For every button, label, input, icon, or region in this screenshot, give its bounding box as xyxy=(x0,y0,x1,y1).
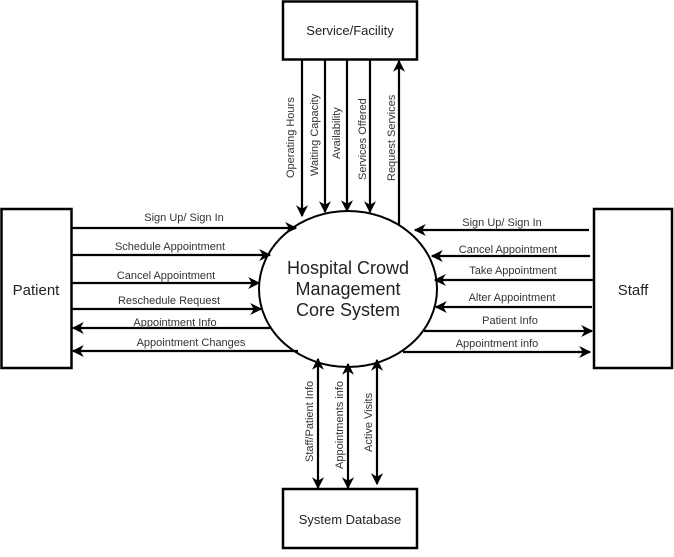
core-process-line-3: Core System xyxy=(296,300,400,320)
flow-label-request-services: Request Services xyxy=(386,94,398,181)
flow-label-patient-info: Patient Info xyxy=(482,315,538,327)
flow-label-active-visits: Active Visits xyxy=(363,392,375,452)
service-facility-label: Service/Facility xyxy=(306,23,394,38)
database-flows: Staff/Patient Info Appointments info Act… xyxy=(304,357,383,490)
service-facility-entity: Service/Facility xyxy=(281,0,419,61)
flow-label-staff-patient-info: Staff/Patient Info xyxy=(304,381,316,462)
core-process-line-1: Hospital Crowd xyxy=(287,258,409,278)
patient-flows: Sign Up/ Sign In Schedule Appointment Ca… xyxy=(71,212,298,357)
service-flows: Operating Hours Waiting Capacity Availab… xyxy=(285,59,405,225)
flow-label-appointment-changes: Appointment Changes xyxy=(137,337,246,349)
flow-label-services-offered: Services Offered xyxy=(357,98,369,180)
flow-label-alter-appointment: Alter Appointment xyxy=(469,292,556,304)
flow-label-staff-sign-up: Sign Up/ Sign In xyxy=(462,217,542,229)
flow-label-waiting-capacity: Waiting Capacity xyxy=(309,93,321,176)
flow-label-patient-sign-up: Sign Up/ Sign In xyxy=(144,212,224,224)
staff-flows: Sign Up/ Sign In Cancel Appointment Take… xyxy=(403,217,594,358)
flow-label-staff-appointment-info: Appointment info xyxy=(456,338,539,350)
staff-label: Staff xyxy=(618,282,649,299)
flow-label-availability: Availability xyxy=(331,107,343,159)
flow-label-schedule-appointment: Schedule Appointment xyxy=(115,241,225,253)
core-process: Hospital Crowd Management Core System xyxy=(258,210,438,368)
core-process-line-2: Management xyxy=(295,279,400,299)
patient-label: Patient xyxy=(13,282,61,299)
patient-entity: Patient xyxy=(0,207,73,370)
flow-label-reschedule-request: Reschedule Request xyxy=(118,295,220,307)
flow-label-appointment-info: Appointment Info xyxy=(133,317,216,329)
flow-label-take-appointment: Take Appointment xyxy=(469,265,556,277)
flow-label-patient-cancel-appointment: Cancel Appointment xyxy=(117,270,215,282)
system-database-label: System Database xyxy=(299,512,402,527)
staff-entity: Staff xyxy=(592,207,674,370)
flow-label-staff-cancel-appointment: Cancel Appointment xyxy=(459,244,557,256)
flow-label-appointments-info: Appointments info xyxy=(334,381,346,469)
system-database-entity: System Database xyxy=(281,487,419,550)
flow-label-operating-hours: Operating Hours xyxy=(285,97,297,178)
